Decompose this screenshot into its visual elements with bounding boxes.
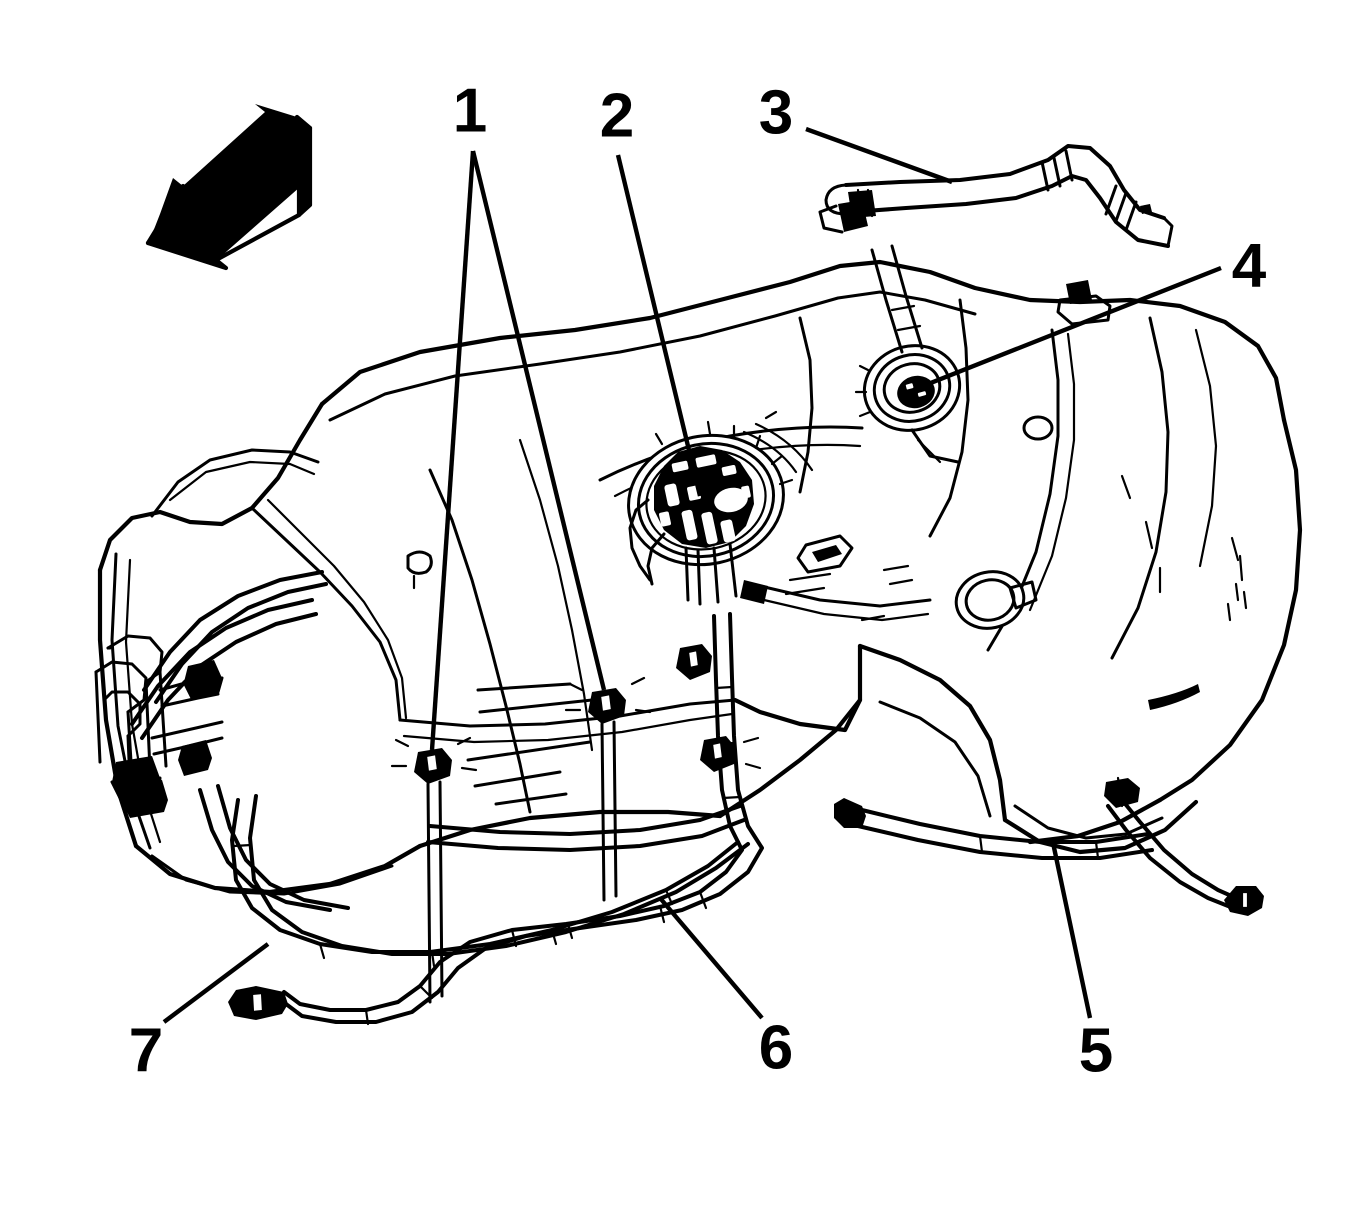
fuel-feed-pipe	[228, 612, 764, 1026]
leader-line-4	[917, 265, 1222, 391]
tank-dash-texture	[1120, 474, 1248, 622]
callout-label-6: 6	[759, 1013, 793, 1082]
callout-number-labels: 1 2 3 4 5 6 7	[129, 76, 1267, 1085]
fuel-pump-module	[627, 410, 814, 606]
pipe-retainer-bracket	[94, 634, 224, 818]
leader-line-2	[615, 154, 703, 497]
callout-label-5: 5	[1079, 1016, 1113, 1085]
hose-ribs	[1040, 149, 1074, 192]
fuel-pipe-fittings	[390, 644, 762, 1004]
vent-port-hatch	[854, 364, 872, 418]
right-fuel-pipe	[834, 798, 1154, 860]
pipe-b-bands	[232, 843, 674, 968]
vent-port-flange	[854, 244, 962, 464]
leader-line-1a	[429, 150, 476, 751]
module-detail-cutouts	[659, 454, 751, 545]
secondary-tank-port	[954, 570, 1038, 630]
left-pipe-loop	[130, 570, 328, 740]
leader-line-5	[1049, 837, 1093, 1019]
vent-hose	[818, 144, 1174, 248]
fitting-tick-marks	[390, 676, 762, 772]
leader-line-7	[162, 942, 270, 1024]
module-arc-marks	[742, 410, 814, 474]
callout-label-3: 3	[759, 78, 793, 147]
leader-line-3	[805, 126, 953, 185]
callout-label-7: 7	[129, 1016, 163, 1085]
tank-surface-hatching	[466, 682, 594, 806]
fuel-tank-body	[97, 259, 1303, 896]
direction-arrow	[145, 104, 313, 271]
tank-mark-group	[860, 564, 914, 622]
fuel-return-pipe	[230, 794, 750, 968]
leader-line-6	[658, 896, 764, 1020]
pipe-e-bands	[978, 834, 1100, 860]
callout-label-4: 4	[1232, 231, 1267, 300]
leader-line-1b	[470, 150, 607, 691]
hose-end-ribs	[1104, 184, 1138, 232]
right-end-pipe	[1104, 776, 1264, 916]
mid-bottom-pipes	[426, 804, 746, 852]
vent-port-cutouts	[905, 383, 927, 397]
callout-leader-lines	[162, 126, 1222, 1024]
left-upper-pipe	[198, 784, 350, 912]
callout-label-1: 1	[453, 76, 487, 145]
callout-label-2: 2	[600, 81, 634, 150]
